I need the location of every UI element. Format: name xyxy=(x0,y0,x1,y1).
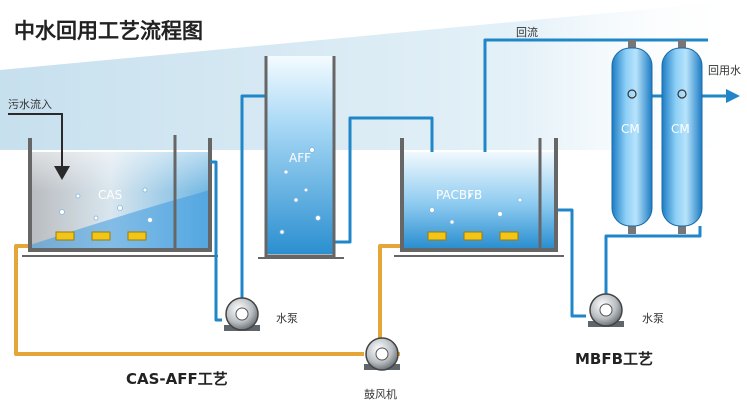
aerator xyxy=(55,231,75,241)
blower-icon xyxy=(364,337,400,371)
outflow-arrow-icon xyxy=(726,89,740,103)
process-cas-aff-caption: CAS-AFF工艺 xyxy=(126,370,228,388)
reuse-water-label: 回用水 xyxy=(708,64,741,77)
process-mbfb-caption: MBFB工艺 xyxy=(575,350,653,368)
aerator xyxy=(463,231,483,241)
reflux-label: 回流 xyxy=(516,25,538,39)
cas-tank: CAS xyxy=(22,135,218,257)
diagram-title: 中水回用工艺流程图 xyxy=(14,19,203,43)
sewage-inflow: 污水流入 xyxy=(8,97,70,180)
cas-label: CAS xyxy=(98,188,122,202)
aerator xyxy=(91,231,111,241)
inflow-arrow-icon xyxy=(54,166,70,180)
blower-label: 鼓风机 xyxy=(364,387,397,401)
cm-label: CM xyxy=(621,122,640,136)
air-pipe xyxy=(14,244,498,356)
cm-label: CM xyxy=(671,122,690,136)
water-pump-icon xyxy=(588,293,624,327)
aerator xyxy=(427,231,447,241)
water-pump-icon xyxy=(224,297,260,331)
pacbfb-label: PACBFB xyxy=(436,188,482,202)
pump-label: 水泵 xyxy=(642,312,664,325)
cm-membrane: CM xyxy=(611,40,653,234)
background-band xyxy=(0,0,747,150)
pacbfb-tank: PACBFB xyxy=(394,138,564,257)
aerator xyxy=(127,231,147,241)
cm-membrane: CM xyxy=(661,40,703,234)
aff-label: AFF xyxy=(289,151,311,165)
aff-column: AFF xyxy=(258,56,344,259)
aerator xyxy=(499,231,519,241)
pump-label: 水泵 xyxy=(276,312,298,325)
sewage-inflow-label: 污水流入 xyxy=(8,97,52,111)
